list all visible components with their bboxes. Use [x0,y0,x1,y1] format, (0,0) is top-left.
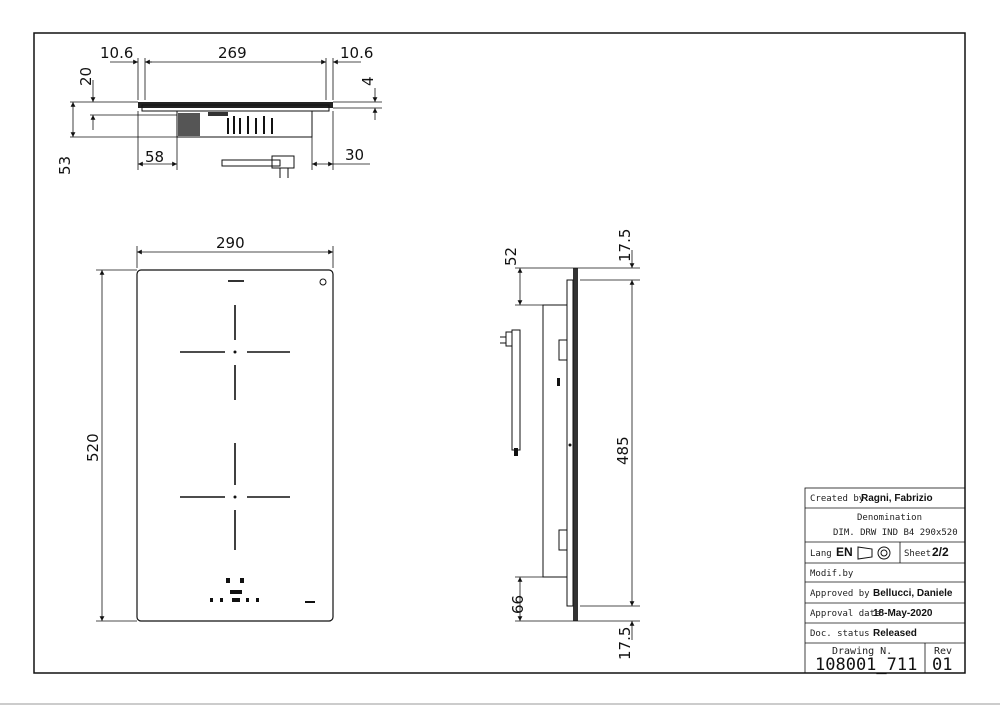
dim-glass-4: 4 [359,76,377,86]
touch-controls-icon [210,578,315,603]
front-view: 290 520 [84,234,334,622]
created-by-label: Created by [810,494,865,504]
dim-side-bottom-17: 17.5 [616,627,634,660]
approval-date-value: 18-May-2020 [873,608,933,619]
hob-glass-outline [136,269,334,622]
drawing-no-value: 108001_711 [815,655,917,675]
approved-value: Bellucci, Daniele [873,588,953,599]
dim-side-66: 66 [509,595,527,614]
dim-front-width: 290 [216,234,245,252]
dim-height-20: 20 [77,67,95,86]
side-body [542,304,568,578]
sheet-label: Sheet [904,549,931,559]
projection-symbol-icon [857,546,891,560]
dim-front-height: 520 [84,433,102,462]
drawing-frame [33,32,966,674]
denomination-label: Denomination [857,513,922,523]
denomination-value: DIM. DRW IND B4 290x520 [833,528,958,538]
side-glass [573,268,578,621]
doc-status-value: Released [873,628,917,639]
dim-side-top-17: 17.5 [616,229,634,262]
top-view: 10.6 269 10.6 20 4 53 58 30 [56,44,382,178]
lang-value: EN [836,545,853,559]
approved-label: Approved by [810,589,870,599]
dim-side-52: 52 [502,247,520,266]
rev-label: Rev [934,646,952,657]
side-view: 52 17.5 485 66 17.5 [500,229,640,660]
dim-top-width: 269 [218,44,247,62]
lang-label: Lang [810,549,832,559]
doc-status-label: Doc. status [810,629,870,639]
dim-offset-30: 30 [345,146,364,164]
approval-date-label: Approval date [810,609,880,619]
sheet-value: 2/2 [932,545,949,559]
dim-right-edge: 10.6 [340,44,373,62]
rev-value: 01 [932,655,952,675]
modif-label: Modif.by [810,569,854,579]
created-by-value: Ragni, Fabrizio [861,493,933,504]
title-block: Created by Ragni, Fabrizio Denomination … [804,487,966,675]
dim-side-485: 485 [614,436,632,465]
dim-depth-53: 53 [56,156,74,175]
dim-left-edge: 10.6 [100,44,133,62]
drawing-no-label: Drawing N. [832,646,892,657]
dim-offset-58: 58 [145,148,164,166]
